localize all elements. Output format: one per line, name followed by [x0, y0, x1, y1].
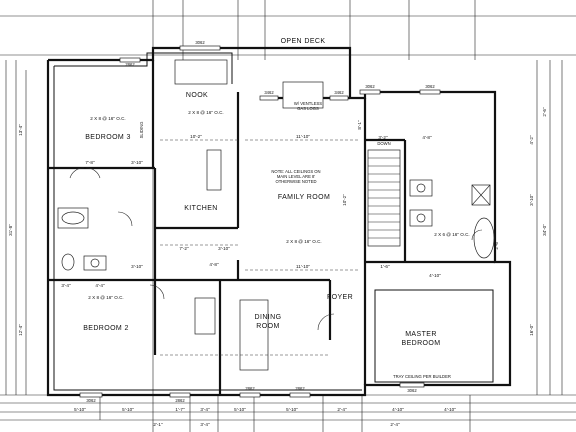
dimension-label: 5'-10"	[234, 407, 246, 412]
dimension-label: 1'-6"	[380, 264, 390, 269]
dimension-label: 11'-10"	[296, 134, 310, 139]
room-master-line1: MASTER	[405, 331, 437, 338]
window-tag: 3062	[86, 398, 96, 403]
dimension-label: 2'-6"	[542, 107, 547, 117]
dimension-label: 4'-10"	[444, 407, 456, 412]
fixtures	[57, 59, 495, 371]
dimension-label: 4'-4"	[95, 283, 105, 288]
joist-note: 2 X 8 @ 16" O.C.	[286, 239, 321, 244]
dimension-label: 31'-8"	[8, 224, 13, 236]
dimension-label: 4'-10"	[392, 407, 404, 412]
dimension-label: 2'-6"	[494, 240, 499, 250]
dimension-label: 3'-4"	[200, 407, 210, 412]
dimension-label: 7'-2"	[179, 246, 189, 251]
window-tag: 3062	[425, 84, 435, 89]
dimension-label: 3'-4"	[200, 422, 210, 427]
dimension-label: 2'-4"	[337, 407, 347, 412]
window-tag: 2862	[295, 386, 305, 391]
dimension-label: 34'-0"	[542, 224, 547, 236]
room-kitchen: KITCHEN	[184, 205, 218, 212]
room-dining-line2: ROOM	[256, 323, 279, 330]
dimension-label: 13'-4"	[18, 124, 23, 136]
window-tag: 3462	[334, 90, 344, 95]
walls	[46, 46, 512, 397]
dimension-label: 4'-10"	[429, 273, 441, 278]
dimension-label: 3'-10"	[529, 194, 534, 206]
dimension-label: 3'-10"	[131, 264, 143, 269]
dimension-label: 10'-2"	[190, 134, 202, 139]
room-bedroom-2: BEDROOM 2	[83, 325, 129, 332]
fireplace-note: GAS LOGS	[297, 106, 319, 111]
room-master-line2: BEDROOM	[402, 340, 441, 347]
window-tag: 2862	[175, 398, 185, 403]
room-nook: NOOK	[186, 92, 208, 99]
room-open-deck: OPEN DECK	[281, 38, 326, 45]
dimension-label: 8'-1"	[357, 120, 362, 130]
windows	[79, 45, 441, 398]
window-tag: 2862	[125, 62, 135, 67]
joist-note: 2 X 6 @ 16" O.C.	[434, 232, 469, 237]
dimension-label: 4'-2"	[529, 135, 534, 145]
joist-note: 2 X 8 @ 16" O.C.	[88, 295, 123, 300]
window-tag: 3062	[195, 40, 205, 45]
dimension-label: 5'-10"	[122, 407, 134, 412]
dimension-label: 11'-10"	[296, 264, 310, 269]
stair-label: DOWN	[377, 141, 390, 146]
dimension-label: 4'-8"	[422, 135, 432, 140]
dimension-label: 3'-4"	[61, 283, 71, 288]
dimension-label: 3'-10"	[131, 160, 143, 165]
window-tag: 2862	[245, 386, 255, 391]
window-tag: 3062	[407, 388, 417, 393]
joist-note: 2 X 8 @ 16" O.C.	[188, 110, 223, 115]
dimension-label: 10'-2"	[342, 194, 347, 206]
dimension-label: 7'-8"	[85, 160, 95, 165]
ceiling-note: MAIN LEVEL ARE 8'	[277, 174, 316, 179]
room-bedroom-3: BEDROOM 3	[85, 134, 131, 141]
stair	[367, 149, 401, 247]
tray-ceiling-note: TRAY CEILING PER BUILDER	[393, 374, 451, 379]
room-family: FAMILY ROOM	[278, 194, 330, 201]
room-dining-line1: DINING	[255, 314, 282, 321]
dimension-label: 5'-10"	[74, 407, 86, 412]
joist-note: 2 X 8 @ 16" O.C.	[90, 116, 125, 121]
door-swings	[69, 167, 483, 331]
dimension-label: 16'-0"	[529, 324, 534, 336]
dimension-label: 3'-10"	[218, 246, 230, 251]
window-tag: 3462	[264, 90, 274, 95]
fireplace-note: W/ VENTLESS	[294, 101, 322, 106]
dashed-lines	[160, 139, 360, 356]
sliding-door-label: SLIDING	[139, 122, 144, 139]
dimension-label: 3'-2"	[378, 135, 388, 140]
dimension-label: 12'-4"	[18, 324, 23, 336]
room-foyer: FOYER	[327, 294, 353, 301]
dimension-label: 2'-1"	[153, 422, 163, 427]
dimension-label: 5'-10"	[286, 407, 298, 412]
dimension-label: 4'-8"	[209, 262, 219, 267]
ceiling-note: OTHERWISE NOTED	[275, 179, 316, 184]
dimension-label: 1'-7"	[175, 407, 185, 412]
ceiling-note: NOTE: ALL CEILINGS ON	[271, 169, 320, 174]
window-tag: 3062	[365, 84, 375, 89]
dimension-label: 2'-4"	[390, 422, 400, 427]
